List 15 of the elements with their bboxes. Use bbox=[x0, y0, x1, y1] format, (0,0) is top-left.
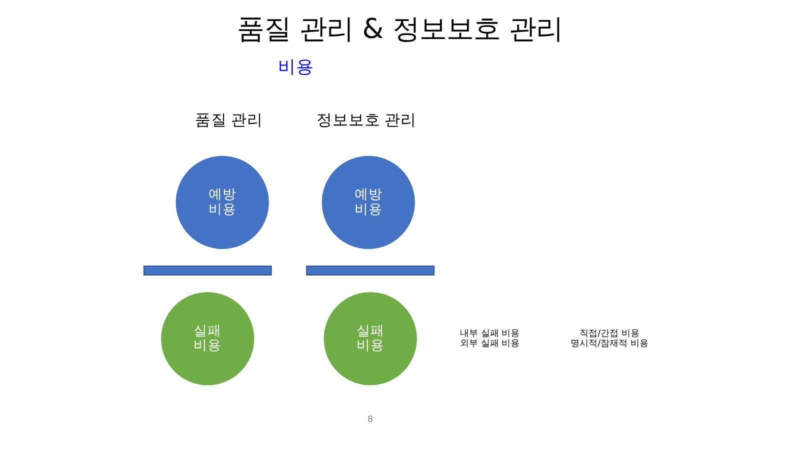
node-bar bbox=[306, 266, 435, 276]
label: 8 bbox=[368, 415, 374, 426]
node-circle: 실패 비용 bbox=[324, 292, 417, 386]
label: 정보보호 관리 bbox=[316, 112, 416, 129]
node-label: 명시적/잠재적 비용 bbox=[570, 338, 648, 349]
node-label: 외부 실패 비용 bbox=[460, 338, 520, 349]
node-label: 내부 실패 비용 bbox=[460, 328, 520, 339]
label: 비용 bbox=[278, 56, 314, 76]
node-circle: 예방 비용 bbox=[322, 156, 415, 250]
node-label: 직접/간접 비용 bbox=[580, 328, 640, 339]
node-circle: 실패 비용 bbox=[161, 292, 254, 386]
node-bar bbox=[143, 266, 272, 276]
diagram-title: 품질 관리 & 정보보호 관리 bbox=[236, 14, 564, 46]
node-circle: 예방 비용 bbox=[176, 156, 269, 250]
label: 품질 관리 bbox=[195, 112, 264, 129]
